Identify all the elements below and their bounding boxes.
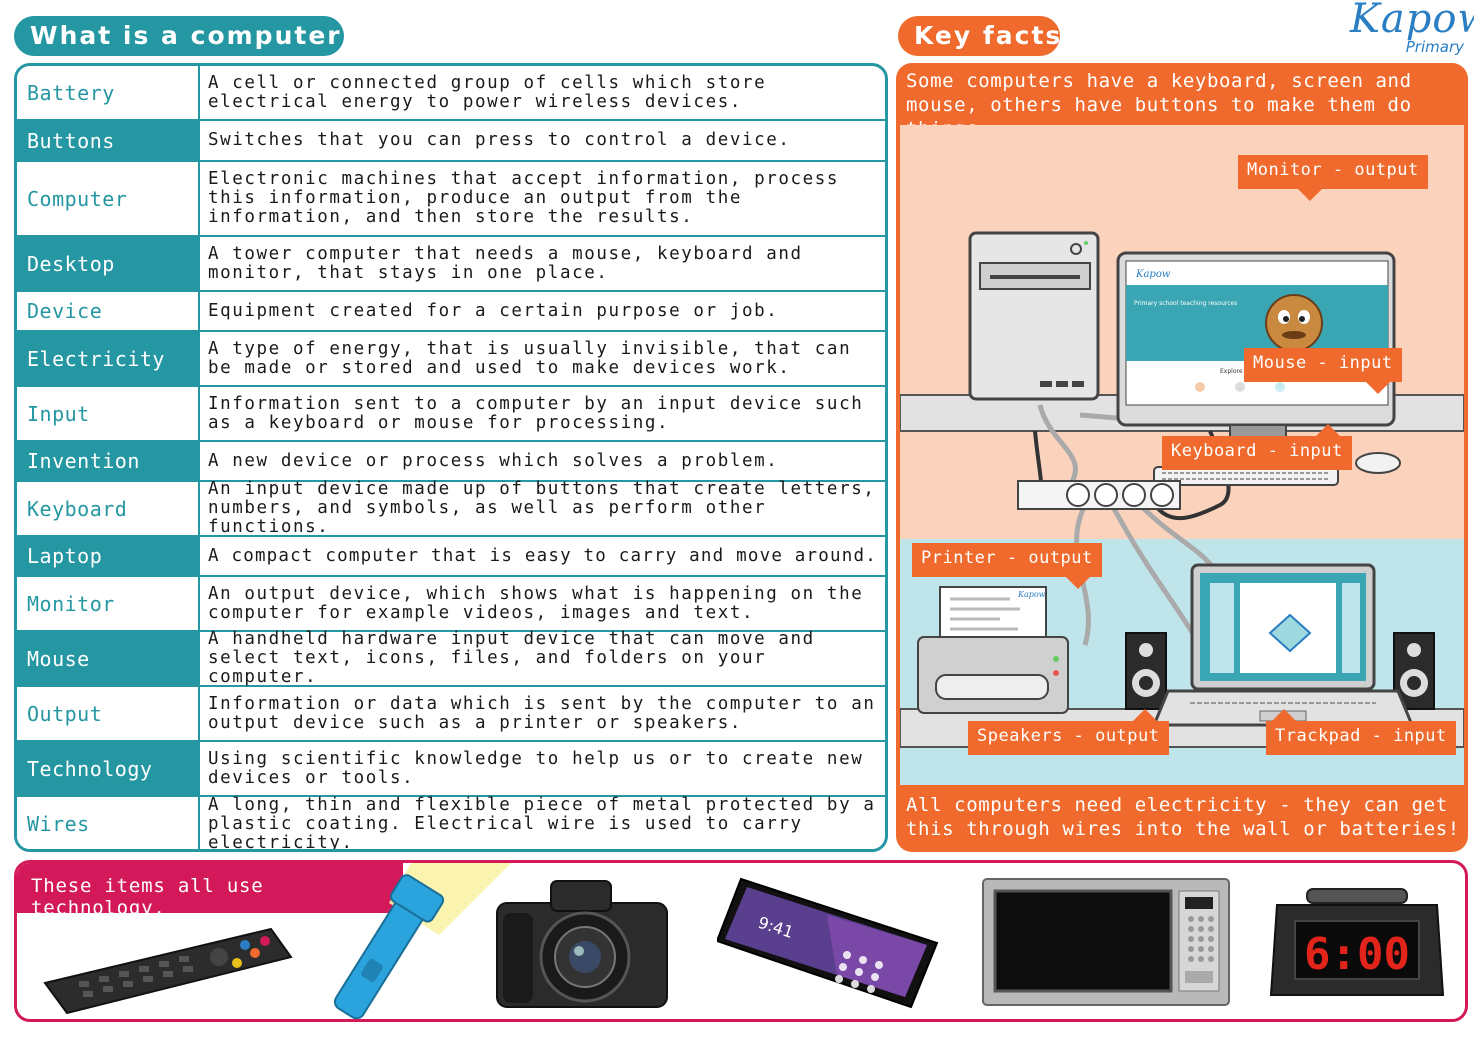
glossary-term: Output (17, 687, 200, 740)
laptop (1151, 563, 1415, 727)
glossary-term: Invention (17, 442, 200, 480)
printer-brand: Kapow (1017, 590, 1046, 599)
glossary-definition: Switches that you can press to control a… (208, 130, 791, 150)
technology-items-panel: These items all use technology. (14, 860, 1468, 1022)
remote-control-image (43, 927, 293, 1015)
page-title: What is a computer? (14, 16, 356, 56)
key-facts-bottom-text: All computers need electricity - they ca… (906, 794, 1460, 840)
glossary-term: Monitor (17, 577, 200, 630)
logo-main-text: Kapow (1350, 0, 1474, 42)
mouse (1355, 452, 1401, 474)
glossary-term: Computer (17, 162, 200, 235)
glossary-row: Device Equipment created for a certain pu… (17, 292, 885, 332)
technology-label: These items all use technology. (17, 863, 403, 919)
glossary-term: Wires (17, 797, 200, 849)
glossary-row: Invention A new device or process which s… (17, 442, 885, 482)
glossary-term: Battery (17, 66, 200, 119)
mouse-label: Mouse - input (1244, 348, 1402, 394)
glossary-row: Laptop A compact computer that is easy to… (17, 537, 885, 577)
left-speaker (1125, 632, 1167, 710)
glossary-term: Electricity (17, 332, 200, 385)
smartphone-image: 9:41 (717, 877, 939, 1009)
glossary-term: Buttons (17, 121, 200, 160)
printer-label: Printer - output (912, 543, 1102, 589)
power-strip (1017, 480, 1181, 510)
key-facts-panel: Some computers have a keyboard, screen a… (896, 63, 1468, 852)
speakers-label: Speakers - output (968, 709, 1169, 755)
trackpad-label: Trackpad - input (1266, 709, 1456, 755)
glossary-row: Buttons Switches that you can press to co… (17, 121, 885, 162)
glossary-definition: A new device or process which solves a p… (208, 450, 779, 471)
glossary-definition: A cell or connected group of cells which… (208, 72, 767, 112)
glossary-definition: A handheld hardware input device that ca… (208, 629, 815, 687)
computer-setup-illustration: Kapow Primary school teaching resources … (900, 125, 1464, 785)
glossary-term: Mouse (17, 632, 200, 685)
glossary-term: Input (17, 387, 200, 440)
microwave-image (982, 878, 1230, 1006)
glossary-term: Desktop (17, 237, 200, 290)
glossary-definition: Electronic machines that accept informat… (208, 169, 840, 227)
camera-image (496, 880, 668, 1008)
screen-headline: Primary school teaching resources (1134, 300, 1237, 307)
glossary-definition: Equipment created for a certain purpose … (208, 300, 779, 321)
glossary-term: Technology (17, 742, 200, 795)
glossary-definition: A long, thin and flexible piece of metal… (208, 794, 876, 852)
torch-image (333, 863, 511, 1019)
alarm-clock-image: 6:00 (1269, 888, 1445, 996)
cable (1109, 503, 1203, 647)
kapow-logo: Kapow Primary (1340, 0, 1474, 62)
glossary-term: Keyboard (17, 482, 200, 535)
logo-sub-text: Primary (1405, 38, 1464, 56)
printer: Kapow (917, 586, 1069, 714)
monitor: Kapow Primary school teaching resources … (1116, 251, 1396, 474)
glossary-definition: A tower computer that needs a mouse, key… (208, 243, 803, 283)
clock-time: 6:00 (1304, 929, 1410, 980)
glossary-definition: Information sent to a computer by an inp… (208, 393, 864, 433)
glossary-term: Laptop (17, 537, 200, 575)
desktop-tower (968, 231, 1100, 401)
monitor-label: Monitor - output (1238, 155, 1428, 201)
glossary-definition: Using scientific knowledge to help us or… (208, 748, 864, 788)
cable (1037, 404, 1078, 487)
glossary-term: Device (17, 292, 200, 330)
key-facts-title: Key facts (898, 16, 1060, 56)
keyboard-label: Keyboard - input (1162, 424, 1352, 470)
glossary-definition: A compact computer that is easy to carry… (208, 545, 877, 566)
glossary-definition: Information or data which is sent by the… (208, 693, 876, 733)
character-face (1265, 294, 1323, 352)
glossary-definition: An input device made up of buttons that … (208, 479, 876, 537)
glossary-definition: An output device, which shows what is ha… (208, 583, 864, 623)
screen-brand: Kapow (1135, 269, 1171, 280)
glossary-definition: A type of energy, that is usually invisi… (208, 338, 852, 378)
